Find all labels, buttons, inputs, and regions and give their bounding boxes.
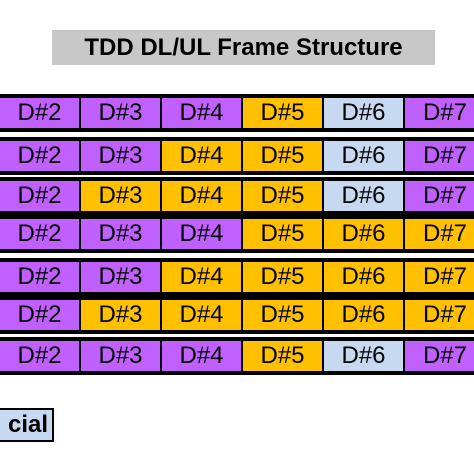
- subframe-cell: D#5: [241, 262, 322, 292]
- subframe-cell: D#7: [403, 219, 474, 249]
- subframe-cell: D#7: [403, 181, 474, 211]
- subframe-cell: D#3: [79, 262, 160, 292]
- subframe-cell: D#4: [160, 181, 241, 211]
- subframe-cell: D#4: [160, 219, 241, 249]
- subframe-cell: D#5: [241, 141, 322, 171]
- subframe-cell: D#5: [241, 341, 322, 371]
- subframe-cell: D#2: [0, 341, 79, 371]
- subframe-cell: D#2: [0, 98, 79, 128]
- subframe-cell: D#6: [322, 141, 403, 171]
- subframe-cell: D#5: [241, 300, 322, 330]
- subframe-cell: D#7: [403, 300, 474, 330]
- subframe-cell: D#4: [160, 141, 241, 171]
- subframe-cell: D#7: [403, 98, 474, 128]
- subframe-cell: D#4: [160, 300, 241, 330]
- subframe-cell: D#6: [322, 219, 403, 249]
- subframe-cell: D#4: [160, 341, 241, 371]
- subframe-cell: D#7: [403, 262, 474, 292]
- subframe-cell: D#3: [79, 219, 160, 249]
- subframe-cell: D#3: [79, 98, 160, 128]
- subframe-cell: D#2: [0, 181, 79, 211]
- subframe-cell: D#6: [322, 98, 403, 128]
- subframe-cell: D#5: [241, 98, 322, 128]
- subframe-cell: D#7: [403, 141, 474, 171]
- special-subframe-legend: cial: [0, 408, 54, 442]
- subframe-cell: D#6: [322, 181, 403, 211]
- subframe-cell: D#2: [0, 262, 79, 292]
- subframe-cell: D#3: [79, 341, 160, 371]
- subframe-cell: D#2: [0, 219, 79, 249]
- subframe-cell: D#3: [79, 300, 160, 330]
- subframe-cell: D#3: [79, 181, 160, 211]
- subframe-cell: D#2: [0, 141, 79, 171]
- subframe-cell: D#3: [79, 141, 160, 171]
- subframe-cell: D#6: [322, 300, 403, 330]
- diagram-title: TDD DL/UL Frame Structure: [52, 30, 435, 65]
- subframe-cell: D#4: [160, 262, 241, 292]
- subframe-cell: D#6: [322, 262, 403, 292]
- subframe-cell: D#7: [403, 341, 474, 371]
- subframe-cell: D#4: [160, 98, 241, 128]
- subframe-cell: D#2: [0, 300, 79, 330]
- subframe-cell: D#5: [241, 219, 322, 249]
- subframe-cell: D#5: [241, 181, 322, 211]
- subframe-cell: D#6: [322, 341, 403, 371]
